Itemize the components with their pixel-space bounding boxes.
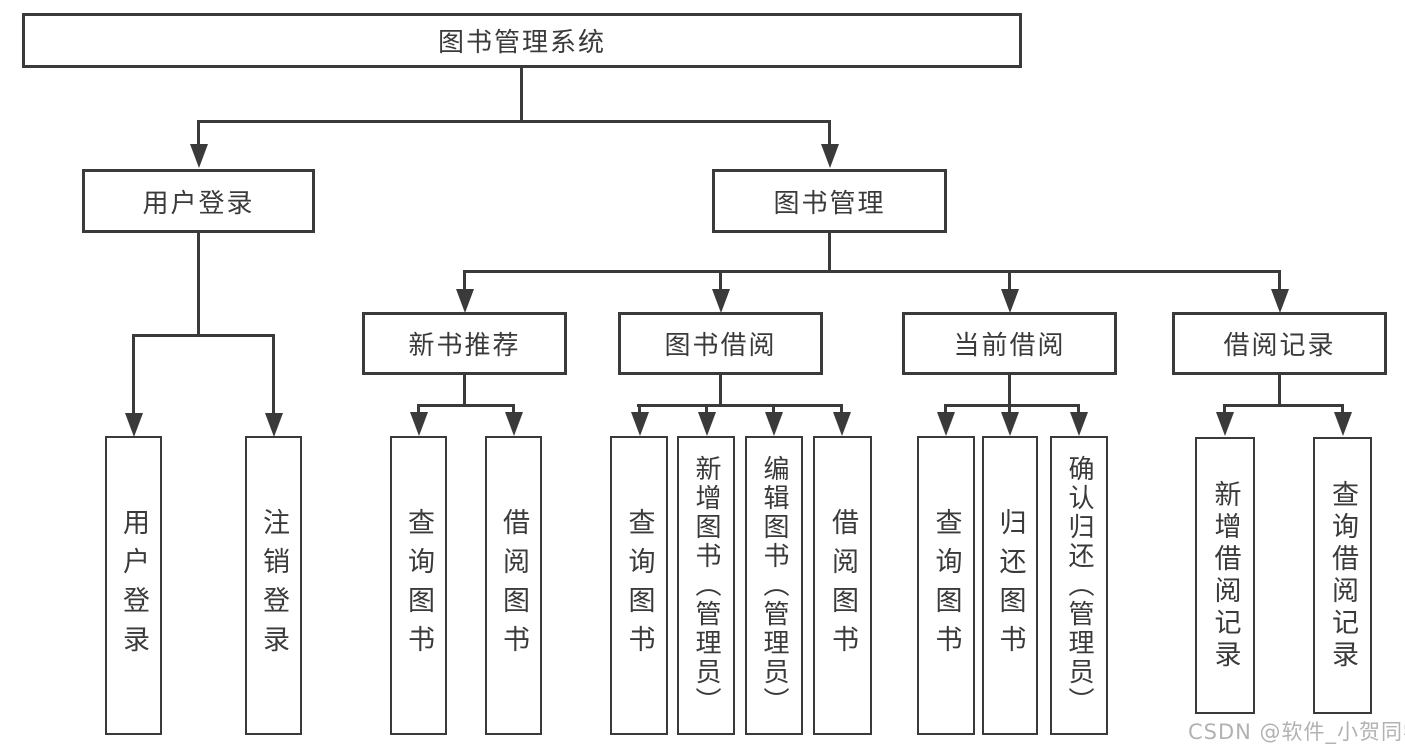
- node-new-book-recommend: 新书推荐: [362, 312, 567, 375]
- node-borrow-records: 借阅记录: [1172, 312, 1387, 375]
- connector-book-mgmt-stem: [828, 233, 831, 272]
- leaf-current-query-books: 查询图书: [917, 436, 975, 735]
- connector-borrow-records-stem: [1278, 375, 1281, 406]
- connector-current-borrow-stem: [1008, 375, 1011, 406]
- leaf-confirm-return-admin-label: 确认归还（管理员）: [1064, 455, 1094, 716]
- arrow-to-book-borrow: [719, 270, 722, 289]
- leaf-current-query-books-label: 查询图书: [930, 507, 962, 664]
- arrow-to-confirm-return: [1077, 404, 1080, 412]
- leaf-user-login-label: 用户登录: [118, 507, 149, 664]
- leaf-borrow-books: 借阅图书: [813, 436, 872, 735]
- leaf-recommend-borrow-books-label: 借阅图书: [498, 507, 529, 664]
- leaf-return-books: 归还图书: [982, 436, 1038, 735]
- leaf-add-books-admin-label: 新增图书（管理员）: [691, 455, 721, 716]
- arrow-to-return-books: [1008, 404, 1011, 412]
- connector-user-login-stem: [197, 233, 200, 336]
- connector-borrow-records-bar: [1223, 404, 1344, 407]
- leaf-add-books-admin: 新增图书（管理员）: [677, 436, 735, 735]
- arrow-to-borrow-books: [840, 404, 843, 412]
- arrow-to-leaf-logout: [272, 334, 275, 413]
- leaf-logout: 注销登录: [245, 436, 302, 735]
- arrow-to-recommend-query: [417, 404, 420, 412]
- node-book-management: 图书管理: [712, 169, 947, 233]
- connector-current-borrow-bar: [944, 404, 1080, 407]
- arrow-to-user-login: [197, 120, 200, 144]
- leaf-logout-label: 注销登录: [258, 507, 289, 664]
- arrow-to-query-record: [1341, 404, 1344, 412]
- leaf-query-borrow-record-label: 查询借阅记录: [1327, 479, 1358, 672]
- arrow-to-current-borrow: [1008, 270, 1011, 289]
- connector-root-stem: [520, 68, 523, 120]
- node-root-label: 图书管理系统: [437, 28, 606, 58]
- node-book-management-label: 图书管理: [773, 188, 886, 219]
- node-current-borrow-label: 当前借阅: [953, 331, 1066, 361]
- arrow-to-leaf-user-login: [132, 334, 135, 413]
- node-book-borrow-label: 图书借阅: [664, 331, 777, 361]
- leaf-borrow-query-books: 查询图书: [610, 436, 668, 735]
- connector-book-borrow-stem: [719, 375, 722, 406]
- leaf-user-login: 用户登录: [105, 436, 162, 735]
- arrow-to-book-management: [828, 120, 831, 144]
- node-root: 图书管理系统: [22, 13, 1022, 68]
- node-new-book-recommend-label: 新书推荐: [408, 331, 521, 361]
- arrow-to-recommend-borrow: [512, 404, 515, 412]
- leaf-recommend-query-books: 查询图书: [390, 436, 447, 735]
- leaf-add-borrow-record: 新增借阅记录: [1195, 437, 1255, 714]
- connector-book-mgmt-bar: [463, 270, 1281, 273]
- leaf-return-books-label: 归还图书: [994, 507, 1026, 664]
- node-current-borrow: 当前借阅: [902, 312, 1117, 375]
- arrow-to-add-books: [705, 404, 708, 412]
- connector-recommend-bar: [417, 404, 515, 407]
- leaf-borrow-query-books-label: 查询图书: [623, 507, 655, 664]
- node-user-login: 用户登录: [82, 169, 315, 233]
- arrow-to-borrow-records: [1278, 270, 1281, 289]
- leaf-confirm-return-admin: 确认归还（管理员）: [1050, 436, 1108, 735]
- csdn-watermark: CSDN @软件_小贺同学: [1188, 720, 1405, 744]
- leaf-borrow-books-label: 借阅图书: [827, 507, 858, 664]
- connector-root-bar: [197, 120, 831, 123]
- arrow-to-add-record: [1223, 404, 1226, 412]
- arrow-to-new-book-recommend: [463, 270, 466, 289]
- leaf-recommend-borrow-books: 借阅图书: [485, 436, 542, 735]
- arrow-to-edit-books: [772, 404, 775, 412]
- leaf-add-borrow-record-label: 新增借阅记录: [1209, 479, 1241, 672]
- connector-book-borrow-bar: [637, 404, 843, 407]
- leaf-recommend-query-books-label: 查询图书: [403, 507, 434, 664]
- leaf-edit-books-admin: 编辑图书（管理员）: [745, 436, 803, 735]
- node-borrow-records-label: 借阅记录: [1223, 331, 1336, 361]
- connector-user-login-bar: [132, 334, 275, 337]
- leaf-edit-books-admin-label: 编辑图书（管理员）: [759, 455, 789, 716]
- node-book-borrow: 图书借阅: [618, 312, 823, 375]
- leaf-query-borrow-record: 查询借阅记录: [1313, 437, 1372, 714]
- connector-recommend-stem: [463, 375, 466, 406]
- arrow-to-borrow-query: [638, 404, 641, 412]
- arrow-to-current-query: [944, 404, 947, 412]
- node-user-login-label: 用户登录: [142, 188, 255, 219]
